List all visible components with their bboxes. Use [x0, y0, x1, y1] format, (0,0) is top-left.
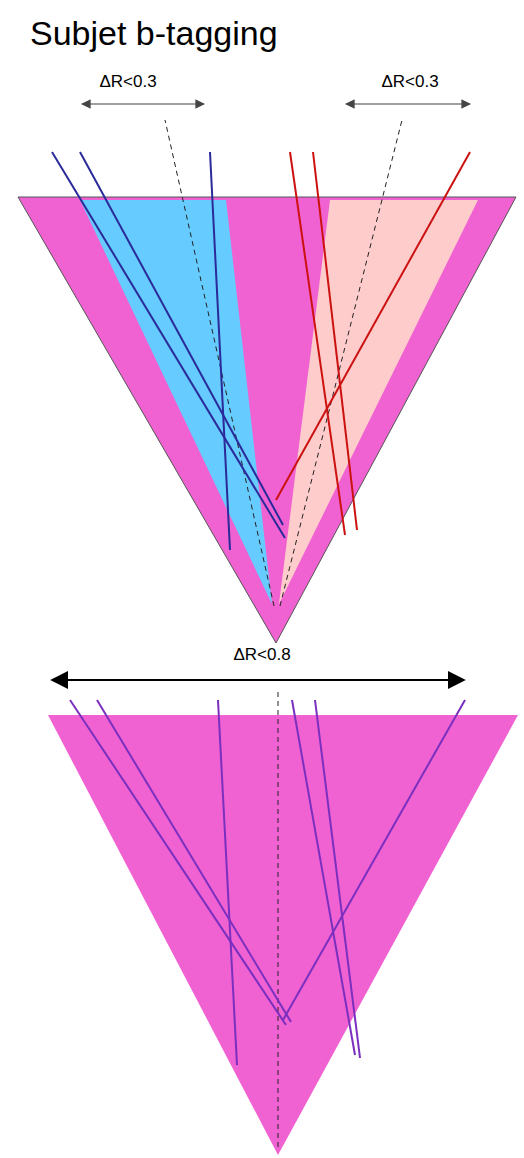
dimension-arrow — [52, 679, 464, 681]
jet-axis — [278, 692, 279, 1148]
dimension-arrow — [346, 103, 470, 104]
track-lines-blue — [52, 152, 285, 550]
diagram-title: Subjet b-tagging — [30, 14, 278, 53]
subjet-axis — [165, 120, 274, 606]
track-lines-red — [276, 152, 470, 535]
track-lines-purple — [70, 700, 465, 1065]
dimension-label: ΔR<0.3 — [96, 72, 159, 92]
subjet-cone-blue — [80, 200, 272, 604]
dimension-arrow — [82, 103, 204, 104]
dimension-label: ΔR<0.8 — [230, 645, 293, 665]
dimension-label: ΔR<0.3 — [378, 72, 441, 92]
fat-jet-cone — [48, 715, 518, 1155]
subjet-axis — [280, 120, 402, 606]
subjet-cone-pink — [279, 200, 478, 604]
